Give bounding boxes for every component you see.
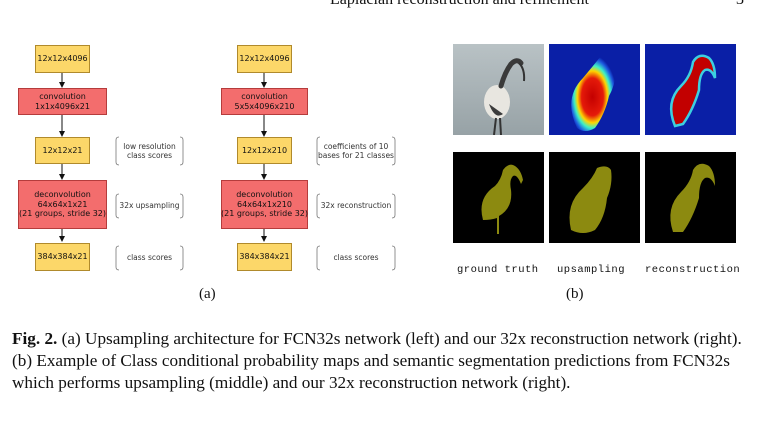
reconstruction-mask-drawing xyxy=(670,163,715,232)
caption-text: (a) Upsampling architecture for FCN32s n… xyxy=(12,329,742,392)
figure-caption: Fig. 2. (a) Upsampling architecture for … xyxy=(12,328,752,394)
upsampling-mask xyxy=(549,152,640,243)
reconstruction-heatmap-drawing xyxy=(645,44,736,135)
image-label-reconstruction: reconstruction xyxy=(645,264,741,276)
left-note-upsampling: 32x upsampling xyxy=(119,201,180,211)
right-scores-box: 12x12x210 xyxy=(237,137,292,164)
subfigure-label-a: (a) xyxy=(199,286,216,302)
right-note-coefficients: coefficients of 10 bases for 21 classes xyxy=(318,141,394,161)
image-label-upsampling: upsampling xyxy=(557,264,626,276)
image-label-ground-truth: ground truth xyxy=(457,264,539,276)
left-deconv-box: deconvolution 64x64x1x21 (21 groups, str… xyxy=(18,180,107,229)
note-brackets xyxy=(115,136,396,271)
reconstruction-mask xyxy=(645,152,736,243)
ground-truth-mask xyxy=(453,152,544,243)
upsampling-heatmap-drawing xyxy=(549,44,640,135)
right-note-reconstruction: 32x reconstruction xyxy=(320,201,392,211)
reconstruction-heatmap xyxy=(645,44,736,135)
upsampling-mask-drawing xyxy=(569,166,612,233)
left-scores-box: 12x12x21 xyxy=(35,137,90,164)
right-output-box: 384x384x21 xyxy=(237,243,292,271)
page-number: 3 xyxy=(736,0,744,9)
subfigure-label-b: (b) xyxy=(566,286,584,302)
left-note-classscores: class scores xyxy=(126,253,173,263)
bird-photo xyxy=(453,44,544,135)
ground-truth-mask-drawing xyxy=(481,164,523,234)
left-input-box: 12x12x4096 xyxy=(35,45,90,73)
right-input-box: 12x12x4096 xyxy=(237,45,292,73)
caption-fig-number: Fig. 2. xyxy=(12,329,58,348)
right-note-classscores: class scores xyxy=(333,253,379,263)
right-conv-box: convolution 5x5x4096x210 xyxy=(221,88,308,115)
running-header: Laplacian reconstruction and refinement xyxy=(330,0,589,9)
bird-photo-drawing xyxy=(453,44,544,135)
left-output-box: 384x384x21 xyxy=(35,243,90,271)
right-deconv-box: deconvolution 64x64x1x210 (21 groups, st… xyxy=(221,180,308,229)
left-note-lowres: low resolution class scores xyxy=(123,141,176,161)
upsampling-heatmap xyxy=(549,44,640,135)
left-conv-box: convolution 1x1x4096x21 xyxy=(18,88,107,115)
